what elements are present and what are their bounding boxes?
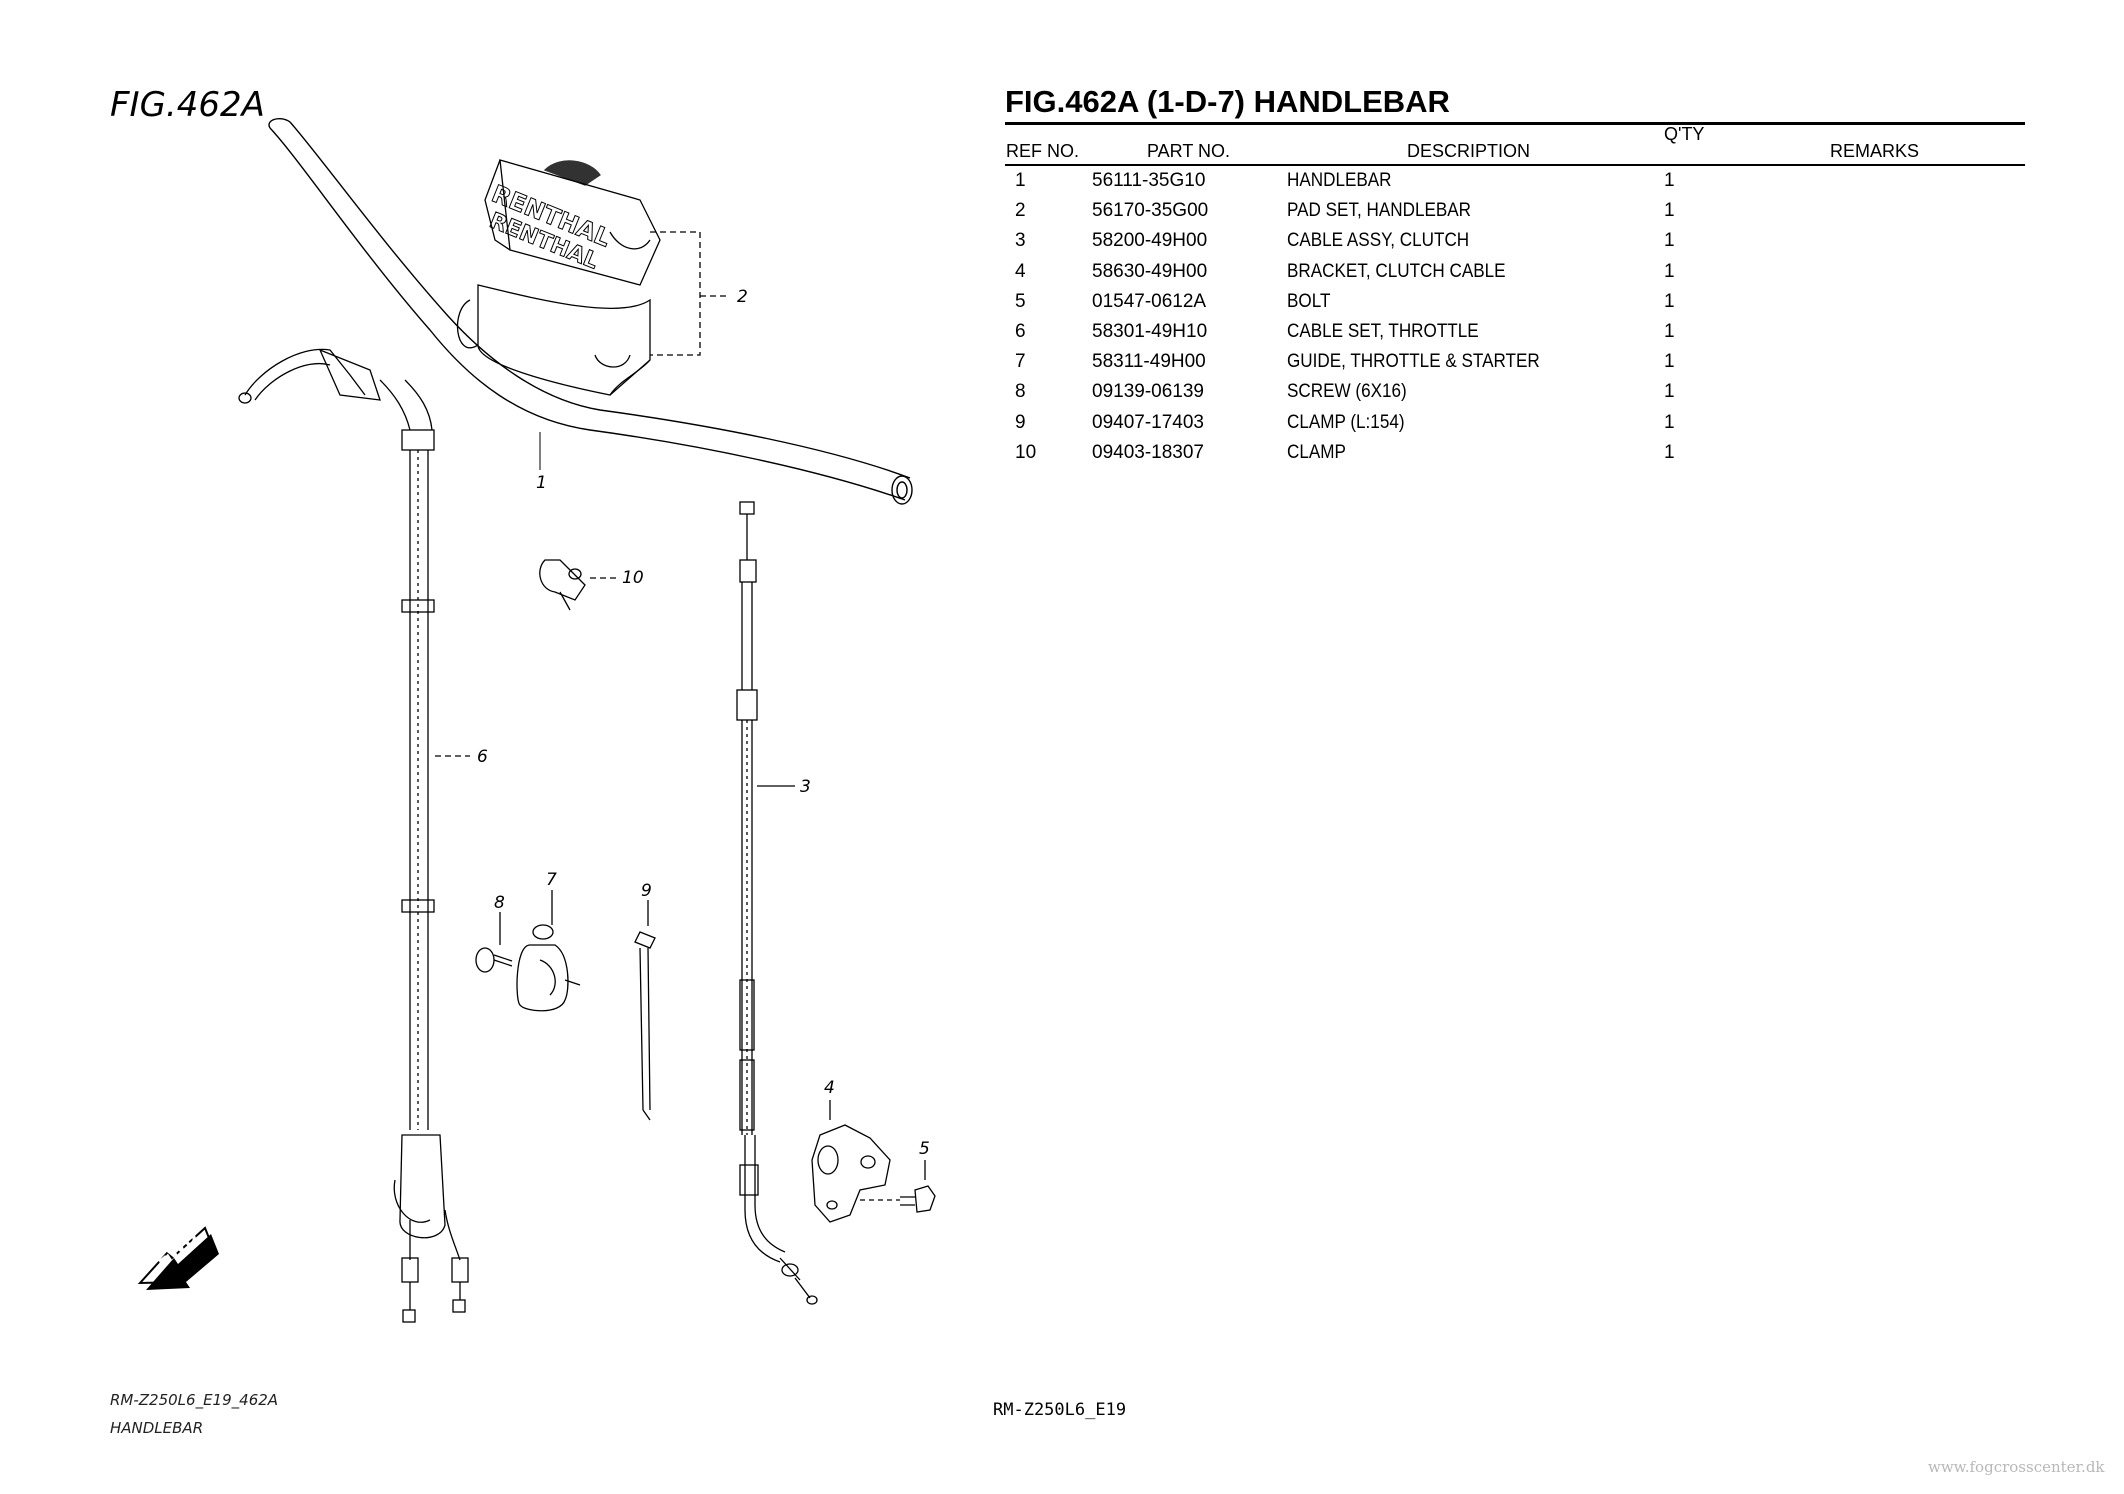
footer-model-center: RM-Z250L6_E19	[993, 1400, 1127, 1420]
qty-cell: 1	[1664, 351, 1675, 373]
callout-7: 7	[546, 870, 557, 890]
table-row: 2 56170-35G00 PAD SET, HANDLEBAR 1	[1005, 200, 2025, 230]
callout-1: 1	[536, 473, 547, 493]
table-row: 3 58200-49H00 CABLE ASSY, CLUTCH 1	[1005, 230, 2025, 260]
throttle-cable-drawing	[238, 348, 470, 1323]
qty-cell: 1	[1664, 290, 1675, 312]
ref-cell: 7	[1015, 351, 1026, 373]
part-no-cell: 09407-17403	[1092, 411, 1204, 433]
description-cell: PAD SET, HANDLEBAR	[1287, 200, 1472, 222]
description-cell: SCREW (6X16)	[1287, 381, 1407, 403]
footer-model-code: RM-Z250L6_E19_462A	[110, 1391, 279, 1409]
clamp-drawing	[539, 559, 618, 611]
part-no-cell: 01547-0612A	[1092, 290, 1207, 312]
callout-6: 6	[477, 747, 488, 767]
part-no-cell: 09403-18307	[1092, 441, 1204, 463]
description-cell: CABLE ASSY, CLUTCH	[1287, 230, 1470, 252]
ref-cell: 1	[1015, 170, 1026, 191]
description-cell: BOLT	[1287, 290, 1331, 312]
footer-model-block: RM-Z250L6_E19_462A HANDLEBAR	[110, 1386, 278, 1442]
callout-5: 5	[919, 1139, 930, 1159]
ref-cell: 4	[1015, 260, 1026, 282]
figure-label: FIG.462A	[110, 85, 265, 125]
table-row: 1 56111-35G10 HANDLEBAR 1	[1005, 170, 2025, 200]
title-rule	[1005, 122, 2025, 125]
description-cell: BRACKET, CLUTCH CABLE	[1287, 260, 1506, 282]
table-row: 4 58630-49H00 BRACKET, CLUTCH CABLE 1	[1005, 261, 2025, 291]
table-row: 6 58301-49H10 CABLE SET, THROTTLE 1	[1005, 321, 2025, 351]
watermark: www.fogcrosscenter.dk	[1928, 1458, 2105, 1476]
qty-cell: 1	[1664, 321, 1675, 342]
qty-cell: 1	[1664, 381, 1675, 403]
description-cell: HANDLEBAR	[1287, 170, 1392, 191]
ref-cell: 9	[1015, 411, 1026, 433]
part-no-cell: 56170-35G00	[1092, 200, 1209, 222]
handlebar-drawing	[268, 118, 913, 505]
description-cell: CABLE SET, THROTTLE	[1287, 321, 1479, 342]
table-row: 9 09407-17403 CLAMP (L:154) 1	[1005, 412, 2025, 442]
clutch-cable-drawing	[736, 501, 818, 1305]
callout-3: 3	[800, 777, 811, 797]
description-cell: CLAMP (L:154)	[1287, 411, 1405, 433]
throttle-guide-drawing	[516, 890, 581, 1012]
part-no-cell: 56111-35G10	[1092, 170, 1206, 191]
part-no-cell: 58311-49H00	[1092, 351, 1206, 373]
column-description: DESCRIPTION	[1407, 141, 1531, 161]
callout-2: 2	[737, 287, 748, 307]
qty-cell: 1	[1664, 170, 1675, 191]
qty-cell: 1	[1664, 260, 1675, 282]
clutch-bracket-drawing	[811, 1100, 891, 1223]
table-row: 8 09139-06139 SCREW (6X16) 1	[1005, 381, 2025, 411]
qty-cell: 1	[1664, 200, 1675, 222]
ref-cell: 2	[1015, 200, 1026, 222]
bolt-drawing	[860, 1160, 936, 1213]
ref-cell: 10	[1015, 441, 1037, 463]
handlebar-pad-drawing: RENTHAL RENTHAL	[456, 159, 730, 396]
description-cell: GUIDE, THROTTLE & STARTER	[1287, 351, 1540, 373]
qty-cell: 1	[1664, 411, 1675, 433]
ref-cell: 6	[1015, 321, 1026, 342]
part-no-cell: 58630-49H00	[1092, 260, 1208, 282]
part-no-cell: 09139-06139	[1092, 381, 1204, 403]
column-part-no: PART NO.	[1147, 141, 1231, 161]
ref-cell: 8	[1015, 381, 1026, 403]
column-ref-no: REF NO.	[1006, 141, 1080, 161]
part-no-cell: 58301-49H10	[1092, 321, 1208, 342]
table-row: 10 09403-18307 CLAMP 1	[1005, 442, 2025, 472]
qty-cell: 1	[1664, 230, 1675, 252]
forward-arrow-icon: FWD	[137, 1226, 219, 1290]
page-title: FIG.462A (1-D-7) HANDLEBAR	[1005, 84, 1450, 119]
callout-8: 8	[494, 893, 505, 913]
description-cell: CLAMP	[1287, 441, 1346, 463]
cable-tie-drawing	[634, 900, 656, 1121]
callout-9: 9	[641, 881, 652, 901]
callout-4: 4	[824, 1078, 835, 1098]
ref-cell: 3	[1015, 230, 1026, 252]
screw-drawing	[475, 912, 513, 973]
column-qty: Q'TY	[1664, 124, 1705, 144]
column-remarks: REMARKS	[1830, 141, 1920, 161]
exploded-parts-diagram: FIG.462A RENTHAL RENTHAL 2 1	[110, 85, 936, 1323]
ref-cell: 5	[1015, 290, 1026, 312]
table-row: 5 01547-0612A BOLT 1	[1005, 291, 2025, 321]
part-no-cell: 58200-49H00	[1092, 230, 1208, 252]
table-row: 7 58311-49H00 GUIDE, THROTTLE & STARTER 1	[1005, 351, 2025, 381]
callout-10: 10	[622, 568, 644, 588]
qty-cell: 1	[1664, 441, 1675, 463]
header-rule	[1005, 164, 2025, 166]
footer-section-name: HANDLEBAR	[110, 1419, 204, 1437]
